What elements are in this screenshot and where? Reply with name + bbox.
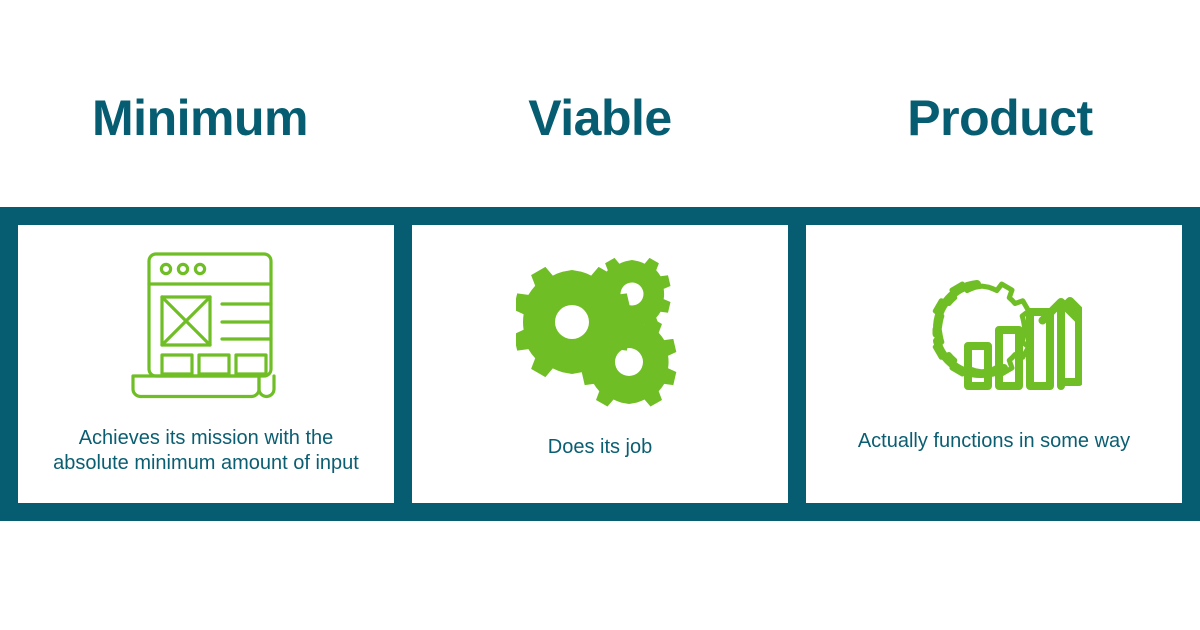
heading-cell-product: Product [800, 0, 1200, 207]
card-minimum: Achieves its mission with the absolute m… [18, 225, 394, 503]
headings-row: Minimum Viable Product [0, 0, 1200, 207]
card-minimum-icon-area [18, 225, 394, 426]
card-product: Actually functions in some way [806, 225, 1182, 503]
card-minimum-caption: Achieves its mission with the absolute m… [53, 426, 359, 475]
card-viable-caption: Does its job [547, 436, 653, 459]
heading-product: Product [907, 89, 1093, 146]
heading-cell-viable: Viable [400, 0, 800, 207]
wireframe-mockup-icon [123, 246, 289, 406]
gears-icon [516, 258, 684, 408]
heading-cell-minimum: Minimum [0, 0, 400, 207]
heading-minimum: Minimum [92, 89, 308, 146]
card-viable-icon-area [412, 225, 788, 435]
card-viable: Does its job [412, 225, 788, 503]
card-product-caption: Actually functions in some way [857, 430, 1131, 453]
heading-viable: Viable [528, 89, 672, 146]
gear-growth-chart-icon [906, 250, 1082, 408]
card-product-icon-area [806, 225, 1182, 429]
cards-band: Achieves its mission with the absolute m… [0, 207, 1200, 521]
